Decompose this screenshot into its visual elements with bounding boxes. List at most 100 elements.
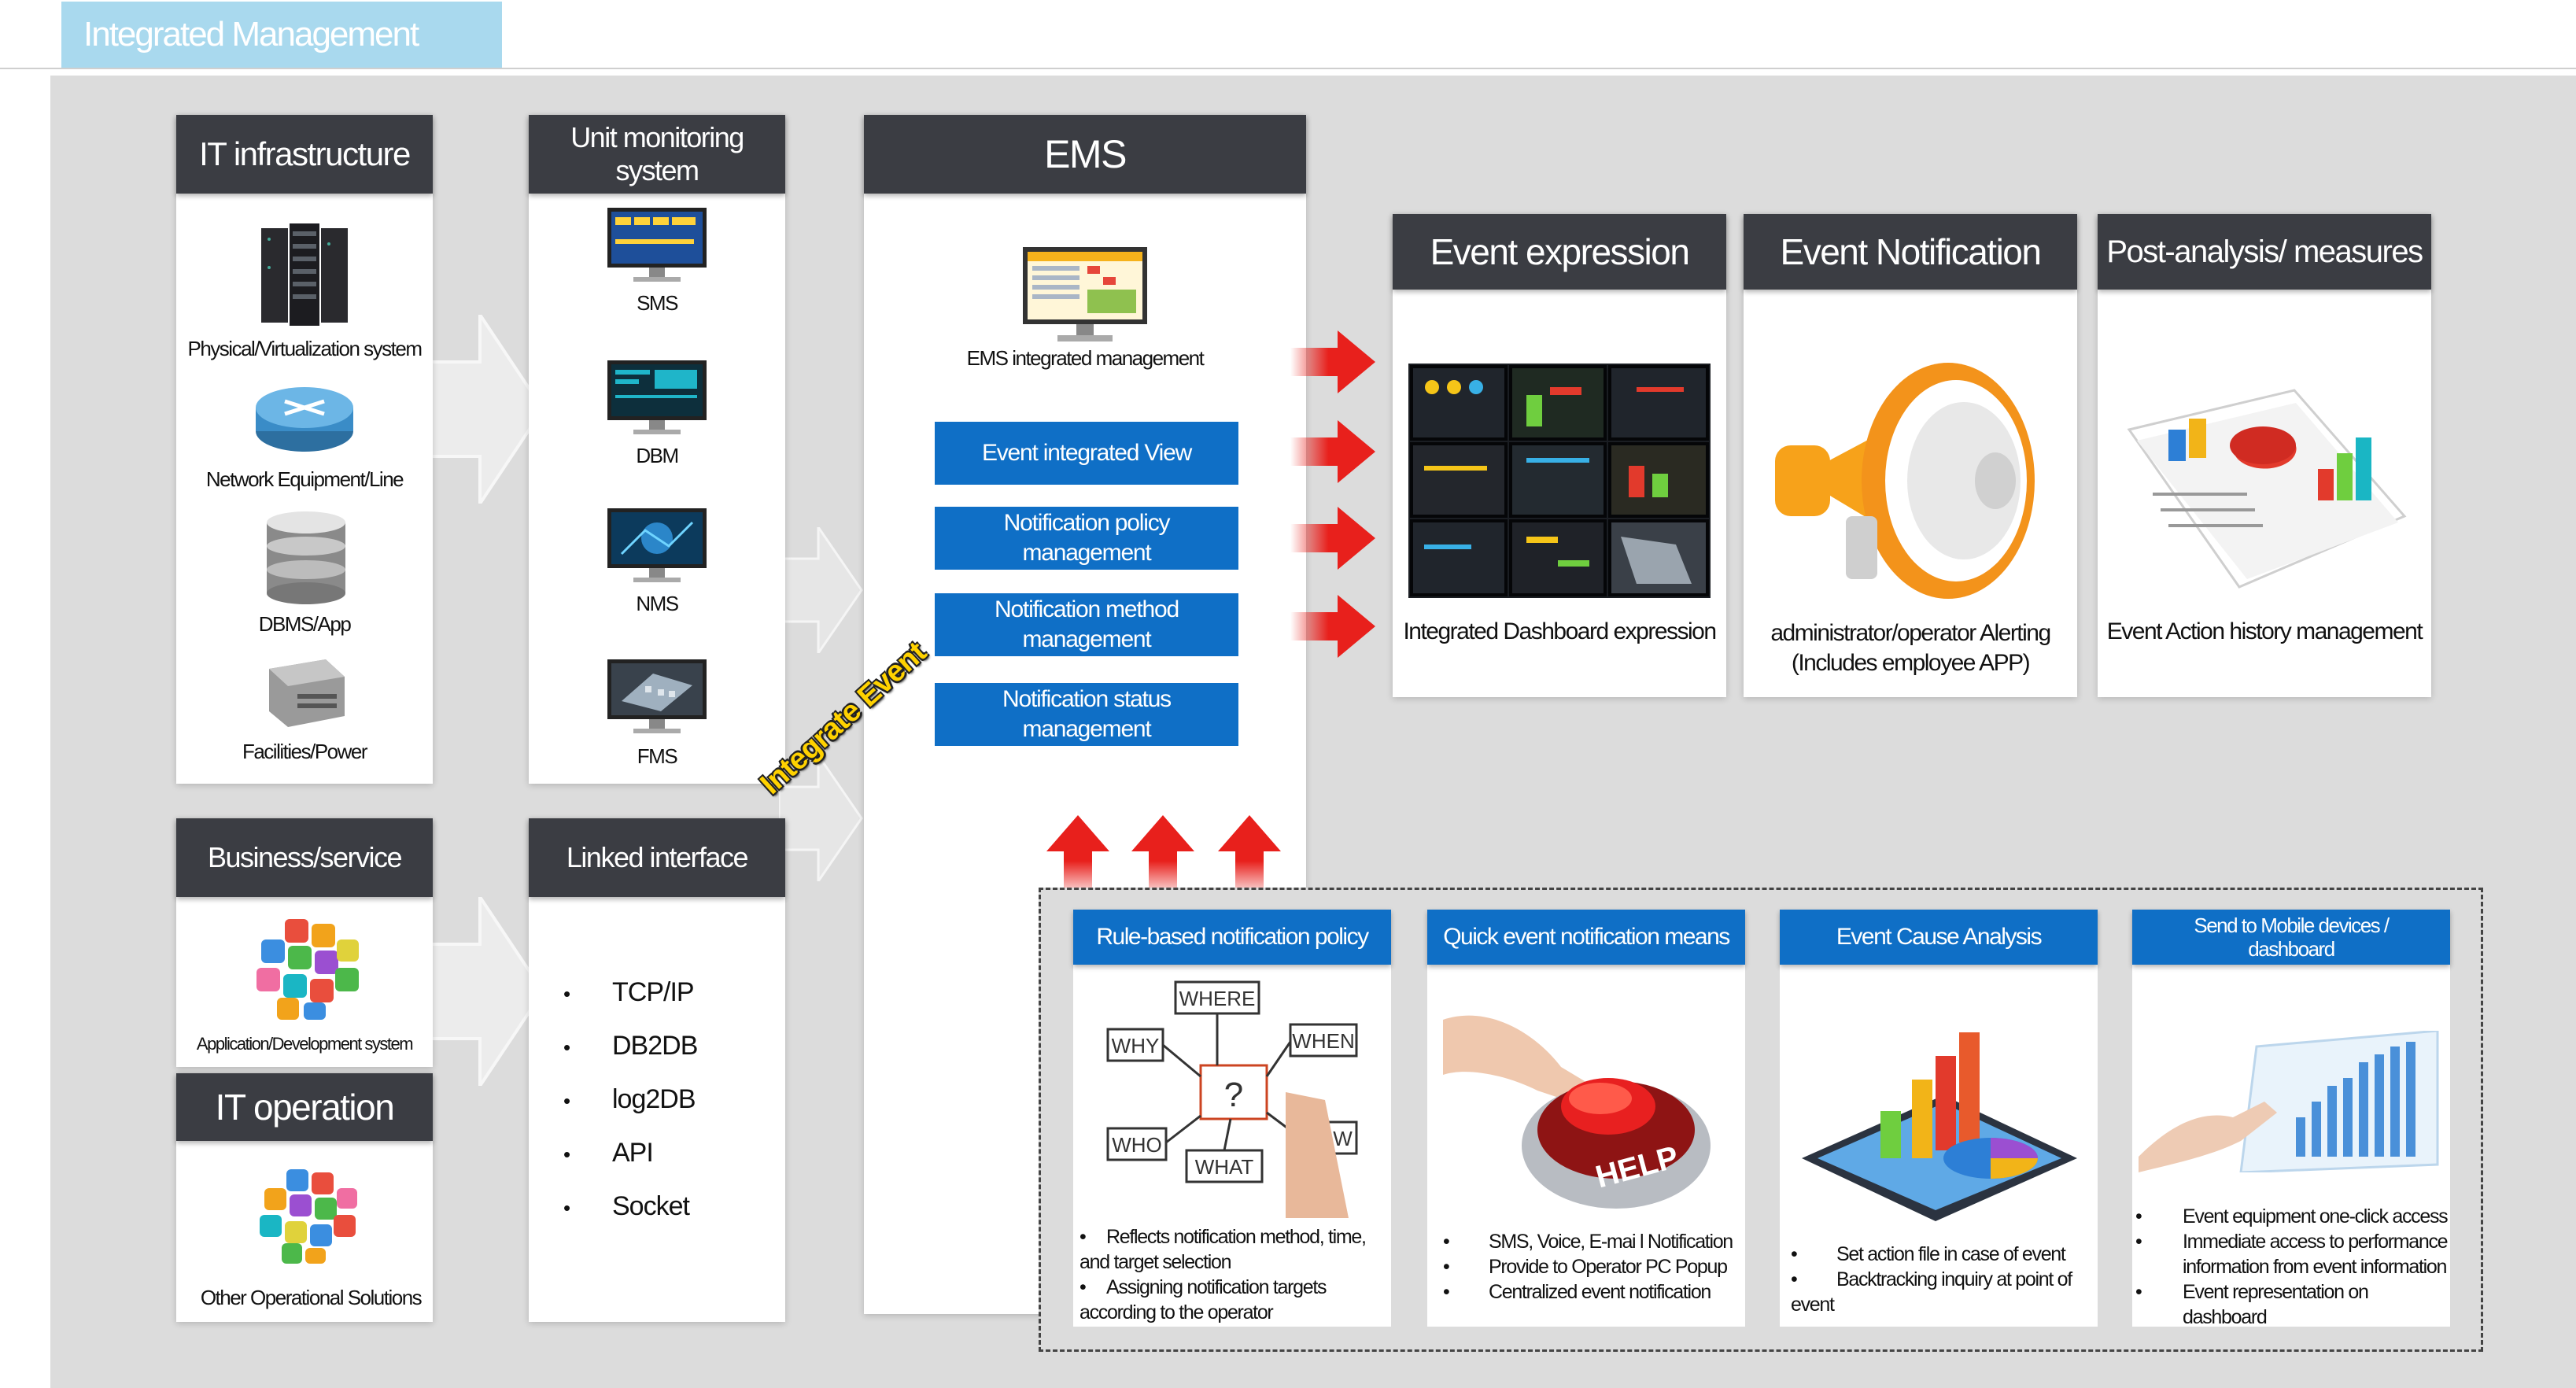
event-notification-caption: administrator/operator Alerting (Include…	[1744, 618, 2077, 678]
red-arrow-right-icon	[1290, 420, 1375, 483]
feature-bullet-text: Reflects notification method, time, and …	[1079, 1226, 1367, 1273]
megaphone-icon	[1775, 363, 2035, 599]
business-service-header: Business/service	[176, 818, 433, 897]
question-mark: ?	[1224, 1076, 1243, 1114]
red-arrow-up-icon	[1218, 815, 1281, 899]
linked-interface-header: Linked interface	[529, 818, 785, 897]
feature-bullet: •Event representation on dashboard	[2135, 1279, 2449, 1330]
feature-header-line1: Send to Mobile devices /	[2194, 914, 2390, 937]
it-operation-header: IT operation	[176, 1073, 433, 1141]
flow-arrow-infra-to-unit	[425, 315, 545, 504]
red-arrow-up-icon	[1131, 815, 1194, 899]
feature-header-line1: Event Cause Analysis	[1836, 924, 2043, 950]
feature-bullet-text: Assigning notification targets according…	[1079, 1276, 1327, 1323]
ems-caption: EMS integrated management	[966, 346, 1205, 370]
it-infra-item-3: Facilities/Power	[242, 740, 368, 763]
word-what: WHAT	[1195, 1155, 1254, 1179]
flow-arrow-unit-to-ems	[779, 527, 863, 653]
feature-bullets-mobile: •Event equipment one-click access •Immed…	[2135, 1204, 2449, 1330]
feature-bullet-text: Centralized event notification	[1489, 1281, 1711, 1303]
button-label-line1: Notification method	[994, 596, 1179, 622]
button-label-line1: Notification status	[1002, 686, 1172, 712]
it-infra-item-1: Network Equipment/Line	[205, 467, 404, 491]
feature-bullet-text: SMS, Voice, E-mai l Notification	[1489, 1231, 1733, 1253]
dashboard-wall-icon	[1408, 364, 1711, 598]
unit-item-3: FMS	[637, 744, 678, 768]
power-unit-icon	[269, 659, 345, 727]
title-divider	[0, 68, 2576, 69]
dbm-monitor-icon	[607, 360, 707, 434]
protocol-label: DB2DB	[612, 1031, 698, 1061]
word-who: WHO	[1112, 1133, 1162, 1157]
ems-monitor-icon	[1023, 247, 1147, 341]
linked-interface-item: •DB2DB	[563, 1020, 768, 1073]
feature-header-line1: Rule-based notification policy	[1096, 924, 1369, 950]
flow-arrow-linked-to-ems	[779, 755, 863, 881]
feature-bullet-text: Immediate access to performance informat…	[2183, 1231, 2449, 1278]
app-cluster-icon	[256, 919, 359, 1020]
server-rack-icon	[261, 223, 348, 326]
page-title: Integrated Management System	[61, 2, 502, 120]
report-charts-icon	[2127, 389, 2407, 589]
feature-header-quick-notification: Quick event notification means	[1427, 910, 1745, 965]
feature-bullet: •Immediate access to performance informa…	[2135, 1229, 2449, 1279]
caption-line2: (Includes employee APP)	[1791, 650, 2031, 676]
help-button-hand-icon: HELP	[1443, 1015, 1711, 1209]
feature-bullet-text: Event representation on dashboard	[2183, 1281, 2369, 1328]
protocol-label: Socket	[612, 1191, 690, 1221]
feature-bullet: •Assigning notification targets accordin…	[1079, 1275, 1388, 1325]
button-label-line1: Event integrated View	[981, 440, 1192, 466]
flow-arrow-business-to-linked	[425, 897, 545, 1086]
red-arrow-right-icon	[1290, 595, 1375, 658]
notification-method-button[interactable]: Notification method management	[935, 593, 1238, 656]
notification-policy-button[interactable]: Notification policy management	[935, 507, 1238, 570]
business-service-item: Application/Development system	[196, 1034, 414, 1054]
bullet-dot: •	[1443, 1256, 1450, 1278]
fms-monitor-icon	[607, 659, 707, 733]
notification-status-button[interactable]: Notification status management	[935, 683, 1238, 746]
feature-header-line2: dashboard	[2248, 937, 2335, 961]
event-expression-header: Event expression	[1393, 214, 1726, 290]
red-arrow-right-icon	[1290, 330, 1375, 393]
linked-interface-item: •TCP/IP	[563, 966, 768, 1020]
ems-header: EMS	[864, 115, 1306, 194]
event-notification-header: Event Notification	[1744, 214, 2077, 290]
caption-line1: administrator/operator Alerting	[1770, 620, 2051, 646]
linked-interface-list: •TCP/IP •DB2DB •log2DB •API •Socket	[563, 966, 768, 1234]
feature-bullet: •Centralized event notification	[1443, 1279, 1745, 1305]
linked-interface-card	[529, 818, 785, 1322]
linked-interface-item: •API	[563, 1127, 768, 1180]
solutions-cluster-icon	[260, 1169, 357, 1264]
bullet-dot: •	[563, 1089, 570, 1113]
word-where: WHERE	[1179, 987, 1256, 1010]
button-label-line1: Notification policy	[1003, 510, 1171, 536]
feature-bullet: • Set action file in case of event	[1791, 1242, 2098, 1267]
bullet-dot: •	[1443, 1231, 1450, 1253]
bullet-dot: •	[1791, 1268, 1798, 1290]
unit-item-1: DBM	[636, 444, 679, 467]
feature-bullet: •Backtracking inquiry at point of event	[1791, 1267, 2098, 1317]
protocol-label: TCP/IP	[612, 977, 695, 1007]
red-arrow-up-icon	[1046, 815, 1109, 899]
question-words-icon: WHERE WHY WHEN ? WHO WHAT HOW	[1106, 980, 1358, 1218]
unit-item-0: SMS	[637, 291, 678, 315]
feature-bullet-text: Provide to Operator PC Popup	[1489, 1256, 1728, 1278]
linked-interface-item: •log2DB	[563, 1073, 768, 1127]
bullet-dot: •	[1079, 1226, 1087, 1248]
red-arrow-right-icon	[1290, 507, 1375, 570]
post-analysis-header: Post-analysis/ measures	[2098, 214, 2431, 290]
feature-bullet-text: Backtracking inquiry at point of event	[1791, 1268, 2072, 1316]
feature-bullets-rule-based: •Reflects notification method, time, and…	[1079, 1224, 1388, 1325]
feature-bullets-quick-notification: • SMS, Voice, E-mai l Notification • Provi…	[1443, 1229, 1745, 1305]
bullet-dot: •	[1791, 1243, 1798, 1265]
button-label-line2: management	[1022, 716, 1151, 742]
it-operation-item: Other Operational Solutions	[200, 1286, 423, 1309]
event-integrated-view-button[interactable]: Event integrated View	[935, 422, 1238, 485]
word-when: WHEN	[1292, 1029, 1354, 1053]
feature-header-line1: Quick event notification means	[1443, 924, 1730, 950]
mobile-touch-icon	[2139, 1031, 2439, 1172]
feature-bullet: • Provide to Operator PC Popup	[1443, 1254, 1745, 1279]
feature-bullet-text: Set action file in case of event	[1836, 1243, 2066, 1265]
button-label-line2: management	[1022, 540, 1151, 566]
bullet-dot: •	[563, 1143, 570, 1166]
